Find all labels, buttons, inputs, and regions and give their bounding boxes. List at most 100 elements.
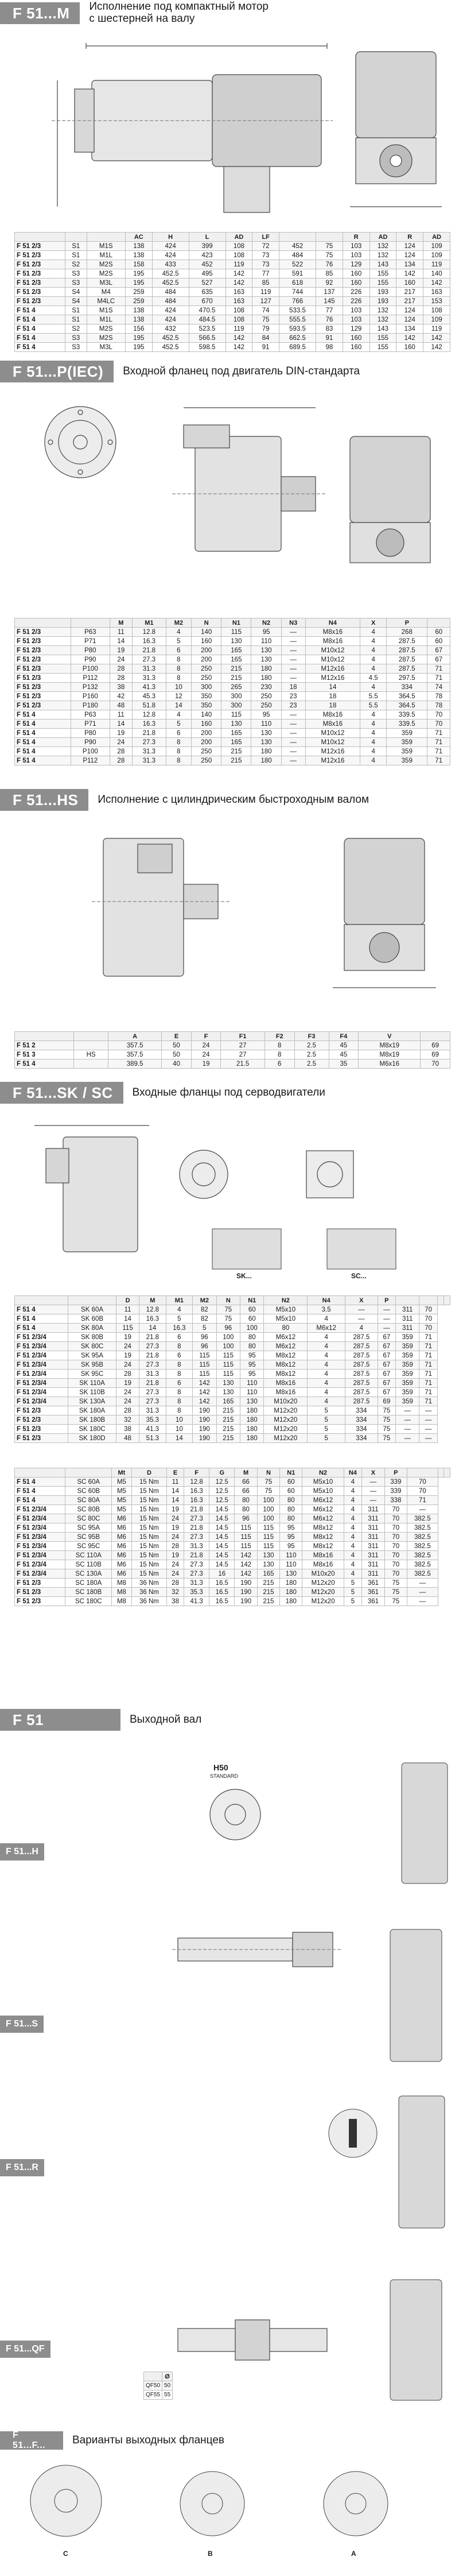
table-cell: 311 [361, 1569, 385, 1579]
table-cell: 67 [377, 1341, 396, 1351]
table-cell: 259 [125, 287, 153, 297]
column-header: M [109, 618, 133, 628]
table-cell: 45 [328, 1041, 359, 1050]
table-cell: 137 [316, 287, 343, 297]
table-cell: M6x12 [263, 1341, 308, 1351]
table-cell: 67 [427, 655, 450, 664]
table-cell: 75 [377, 1415, 396, 1425]
table-cell: M8x16 [302, 1560, 344, 1569]
table-cell: 108 [423, 305, 450, 315]
table-cell: 27.3 [132, 737, 166, 747]
table-cell: M2S [86, 260, 126, 269]
table-cell: 4 [307, 1351, 346, 1360]
table-cell: 382.5 [406, 1532, 438, 1542]
table-cell: 8 [264, 1041, 295, 1050]
table-cell: 259 [125, 296, 153, 306]
column-header: D [115, 1295, 140, 1305]
table-cell: 484 [151, 287, 189, 297]
table-cell: F 51 4 [14, 756, 72, 765]
table-cell: 130 [216, 1378, 241, 1388]
table-cell: 35.3 [139, 1415, 166, 1425]
table-cell: 250 [191, 747, 222, 756]
table-cell: 555.5 [279, 315, 316, 324]
table-cell: 14 [165, 701, 192, 710]
table-cell: P100 [71, 747, 110, 756]
table-cell: 27.3 [139, 1387, 166, 1397]
table-cell: — [281, 673, 306, 683]
table-cell: 8 [165, 747, 192, 756]
table-cell: 71 [427, 664, 450, 674]
table-cell: M5 [111, 1495, 132, 1505]
table-cell: 38 [109, 682, 133, 692]
table-cell: 389.5 [108, 1059, 162, 1069]
table-cell: 67 [377, 1387, 396, 1397]
table-cell: 4 [307, 1369, 346, 1379]
table-cell: 287.5 [386, 636, 428, 646]
table-cell: 14 [109, 636, 133, 646]
table-cell: P112 [71, 756, 110, 765]
table-cell: 75 [216, 1305, 241, 1314]
table-cell: 130 [216, 1387, 241, 1397]
table-cell: 78 [427, 701, 450, 710]
table-cell: 115 [256, 1532, 281, 1542]
table-cell: SK 180D [68, 1433, 116, 1443]
table-cell: 359 [395, 1387, 420, 1397]
table-cell: 11 [109, 627, 133, 637]
table-cell: M12x20 [263, 1406, 308, 1415]
table-cell: P132 [71, 682, 110, 692]
table-cell: SK 95A [68, 1351, 116, 1360]
table-cell: 23 [281, 691, 306, 701]
table-cell: 71 [419, 1369, 438, 1379]
table-cell: 130 [251, 728, 282, 738]
table-cell: 311 [361, 1532, 385, 1542]
table-cell: — [419, 1406, 438, 1415]
table-cell: 14.5 [209, 1541, 235, 1551]
table-cell: M12x20 [263, 1415, 308, 1425]
table-cell: F 51 2/3 [14, 1596, 66, 1606]
column-header: N3 [281, 618, 306, 628]
table-cell: F 51 2/3 [14, 701, 72, 710]
table-cell: 495 [188, 269, 226, 279]
table-cell: 24 [115, 1341, 140, 1351]
column-header [65, 1468, 112, 1477]
table-cell: 215 [216, 1433, 241, 1443]
table-cell: 71 [427, 747, 450, 756]
table-cell: F 51 2/3/4 [14, 1523, 66, 1533]
table-cell: F 51 2/3 [14, 1415, 69, 1425]
table-cell: 115 [234, 1532, 258, 1542]
table-cell: 265 [221, 682, 252, 692]
table-cell: 142 [225, 342, 253, 352]
table-cell: M5x10 [263, 1305, 308, 1314]
table-cell: 334 [345, 1415, 378, 1425]
table-cell: 399 [188, 241, 226, 251]
table-cell: 110 [279, 1560, 303, 1569]
column-header: F4 [328, 1031, 359, 1041]
table-cell: 124 [396, 315, 424, 324]
table-cell: F 51 2/3/4 [14, 1560, 66, 1569]
table-cell: M5x10 [302, 1477, 344, 1487]
table-cell: 98 [316, 342, 343, 352]
table-cell: 45.3 [132, 691, 166, 701]
table-cell: 8 [165, 673, 192, 683]
table-cell: 287.5 [386, 645, 428, 655]
table-cell: 27.3 [139, 1360, 166, 1370]
column-header [14, 618, 72, 628]
table-cell: 14 [165, 1433, 193, 1443]
table-cell: F 51 4 [14, 1477, 66, 1487]
table-cell: 452.5 [151, 269, 189, 279]
table-cell: — [406, 1596, 438, 1606]
table-cell: 21.8 [183, 1504, 210, 1514]
table-cell: 50 [161, 1050, 192, 1059]
table-cell: P80 [71, 645, 110, 655]
table-cell: SC 110A [65, 1550, 112, 1560]
table-cell: 215 [221, 747, 252, 756]
table-cell: 130 [240, 1397, 264, 1406]
